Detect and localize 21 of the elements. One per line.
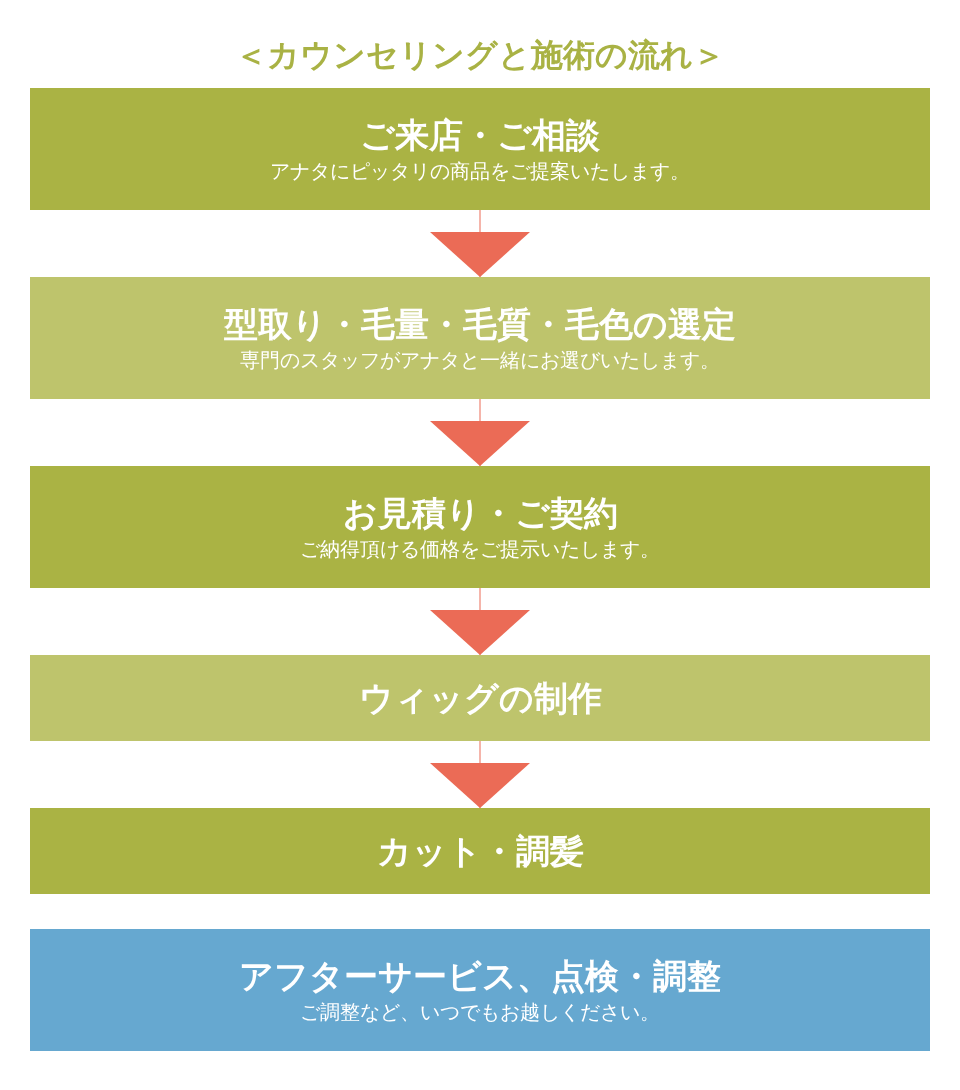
step-description: アナタにピッタリの商品をご提案いたします。 [270,158,690,185]
step-description: ご調整など、いつでもお越しください。 [300,999,660,1026]
step-box [30,277,930,399]
arrow [430,398,530,467]
step-box [30,929,930,1051]
step-heading: お見積り・ご契約 [342,492,618,535]
step-heading: 型取り・毛量・毛質・毛色の選定 [224,303,736,346]
step-description: 専門のスタッフがアナタと一緒にお選びいたします。 [240,347,720,374]
step-heading: ウィッグの制作 [358,677,602,720]
step-description: ご納得頂ける価格をご提示いたします。 [300,536,660,563]
step-box [30,808,930,894]
step-heading: ご来店・ご相談 [360,114,600,157]
step-box [30,466,930,588]
step-box [30,655,930,741]
arrow [430,587,530,656]
step-box [30,88,930,210]
step-heading: アフターサービス、点検・調整 [239,955,721,998]
diagram-title: ＜カウンセリングと施術の流れ＞ [235,36,725,74]
arrow [430,740,530,809]
arrow [430,209,530,278]
step-heading: カット・調髪 [376,830,584,873]
